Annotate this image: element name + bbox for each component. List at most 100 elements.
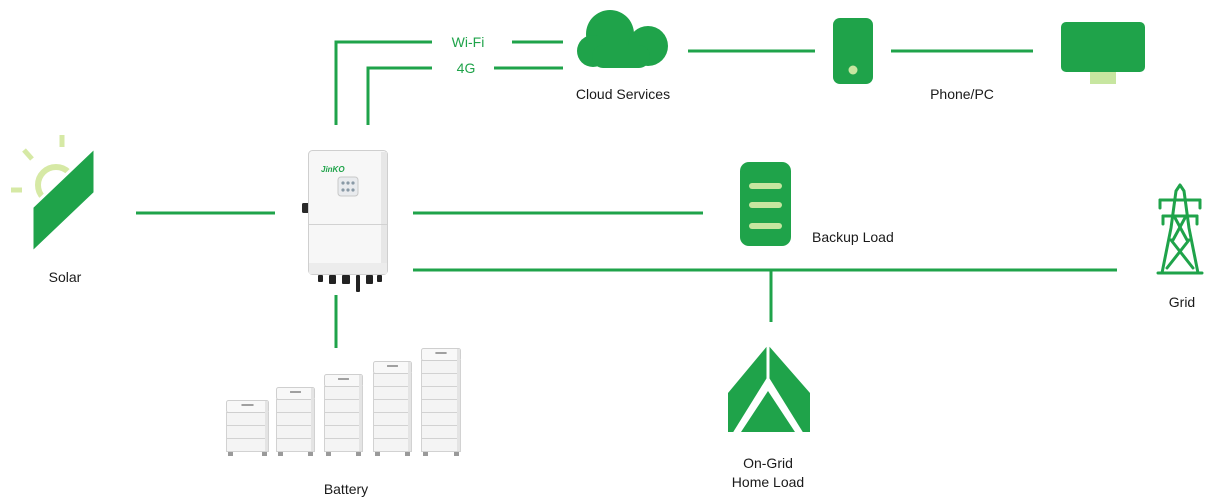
cloud-services-label: Cloud Services (576, 86, 670, 102)
monitor-stand (1090, 72, 1116, 84)
house-inner-roof (741, 391, 795, 432)
battery-module (373, 399, 412, 413)
battery-module (324, 438, 363, 452)
monitor-screen (1061, 22, 1145, 72)
inverter-logo: JinKO (321, 165, 345, 174)
battery-control-unit (324, 374, 363, 387)
battery-module (373, 438, 412, 452)
battery-module (421, 438, 461, 452)
battery-module (373, 386, 412, 400)
wifi-label: Wi-Fi (452, 34, 485, 50)
inverter-connector (377, 275, 382, 282)
inverter-side-knob (302, 203, 309, 213)
inverter-screen (337, 176, 359, 197)
house-icon (728, 343, 810, 434)
battery-module (421, 360, 461, 374)
battery-stack (226, 400, 269, 456)
battery-module (226, 412, 269, 426)
inverter-bottom-panel (309, 263, 387, 274)
solar-label: Solar (49, 269, 82, 285)
battery-module (276, 425, 315, 439)
display-indicator (351, 188, 355, 192)
battery-foot (454, 451, 459, 456)
battery-foot (326, 451, 331, 456)
inverter-connectors (318, 275, 382, 292)
battery-side-shade (457, 349, 460, 451)
inverter-connector (318, 275, 323, 282)
battery-control-unit (421, 348, 461, 361)
cloud-base (592, 45, 650, 68)
battery-foot (356, 451, 361, 456)
inverter-cable (356, 275, 360, 292)
connector-inverter-4g (366, 66, 432, 125)
battery-foot (278, 451, 283, 456)
battery-foot (228, 451, 233, 456)
battery-stack (324, 374, 363, 456)
phone-home-button (848, 65, 858, 75)
battery-module (421, 386, 461, 400)
battery-side-shade (265, 401, 268, 451)
inverter-connector (329, 275, 336, 284)
inverter-side-shade (381, 152, 387, 273)
phone-icon (833, 18, 873, 84)
battery-logo-mark (435, 352, 447, 354)
battery-side-shade (408, 362, 411, 451)
backup-load-icon (740, 162, 791, 246)
connector-inverter-wifi (334, 40, 432, 125)
battery-logo-mark (290, 391, 301, 393)
solar-panel (30, 143, 97, 257)
monitor-icon (1061, 22, 1145, 84)
home-load-label-line1: On-Grid (743, 455, 793, 471)
inverter-connector (366, 275, 373, 284)
battery-logo-mark (241, 404, 254, 406)
solar-panel-icon (11, 135, 97, 257)
battery-logo-mark (387, 365, 398, 367)
transmission-tower-icon (1156, 183, 1204, 275)
battery-stack (276, 387, 315, 456)
battery-stack (373, 361, 412, 456)
inverter-display (337, 176, 359, 197)
phone-pc-label: Phone/PC (930, 86, 994, 102)
hybrid-inverter: JinKO (302, 150, 388, 292)
tower-frame (1160, 183, 1200, 275)
4g-label: 4G (457, 60, 476, 76)
battery-side-shade (311, 388, 314, 451)
cloud-icon (577, 10, 668, 68)
battery-module (324, 386, 363, 400)
backup-load-label: Backup Load (812, 229, 894, 245)
battery-module (324, 425, 363, 439)
battery-module (373, 412, 412, 426)
battery-module (373, 425, 412, 439)
display-indicator (346, 188, 350, 192)
tower-brace (1169, 238, 1195, 270)
battery-module (421, 373, 461, 387)
battery-side-shade (359, 375, 362, 451)
connectors (136, 40, 1117, 348)
battery-foot (262, 451, 267, 456)
tower-brace (1171, 214, 1188, 242)
display-indicator (341, 181, 345, 185)
inverter-body (308, 150, 388, 275)
sun-ray (22, 148, 34, 161)
battery-foot (405, 451, 410, 456)
home-load-label-line2: Home Load (732, 474, 804, 490)
display-indicator (341, 188, 345, 192)
battery-module (276, 412, 315, 426)
battery-control-unit (276, 387, 315, 400)
battery-stack (421, 348, 461, 456)
battery-label: Battery (324, 481, 368, 497)
display-indicator (351, 181, 355, 185)
battery-foot (375, 451, 380, 456)
battery-stack-group (226, 348, 461, 456)
inverter-connector (342, 275, 350, 284)
grid-label: Grid (1169, 294, 1195, 310)
battery-module (276, 399, 315, 413)
phone-body (833, 18, 873, 84)
battery-module (324, 412, 363, 426)
battery-module (373, 373, 412, 387)
battery-module (226, 425, 269, 439)
battery-module (421, 399, 461, 413)
battery-module (421, 412, 461, 426)
battery-logo-mark (338, 378, 349, 380)
